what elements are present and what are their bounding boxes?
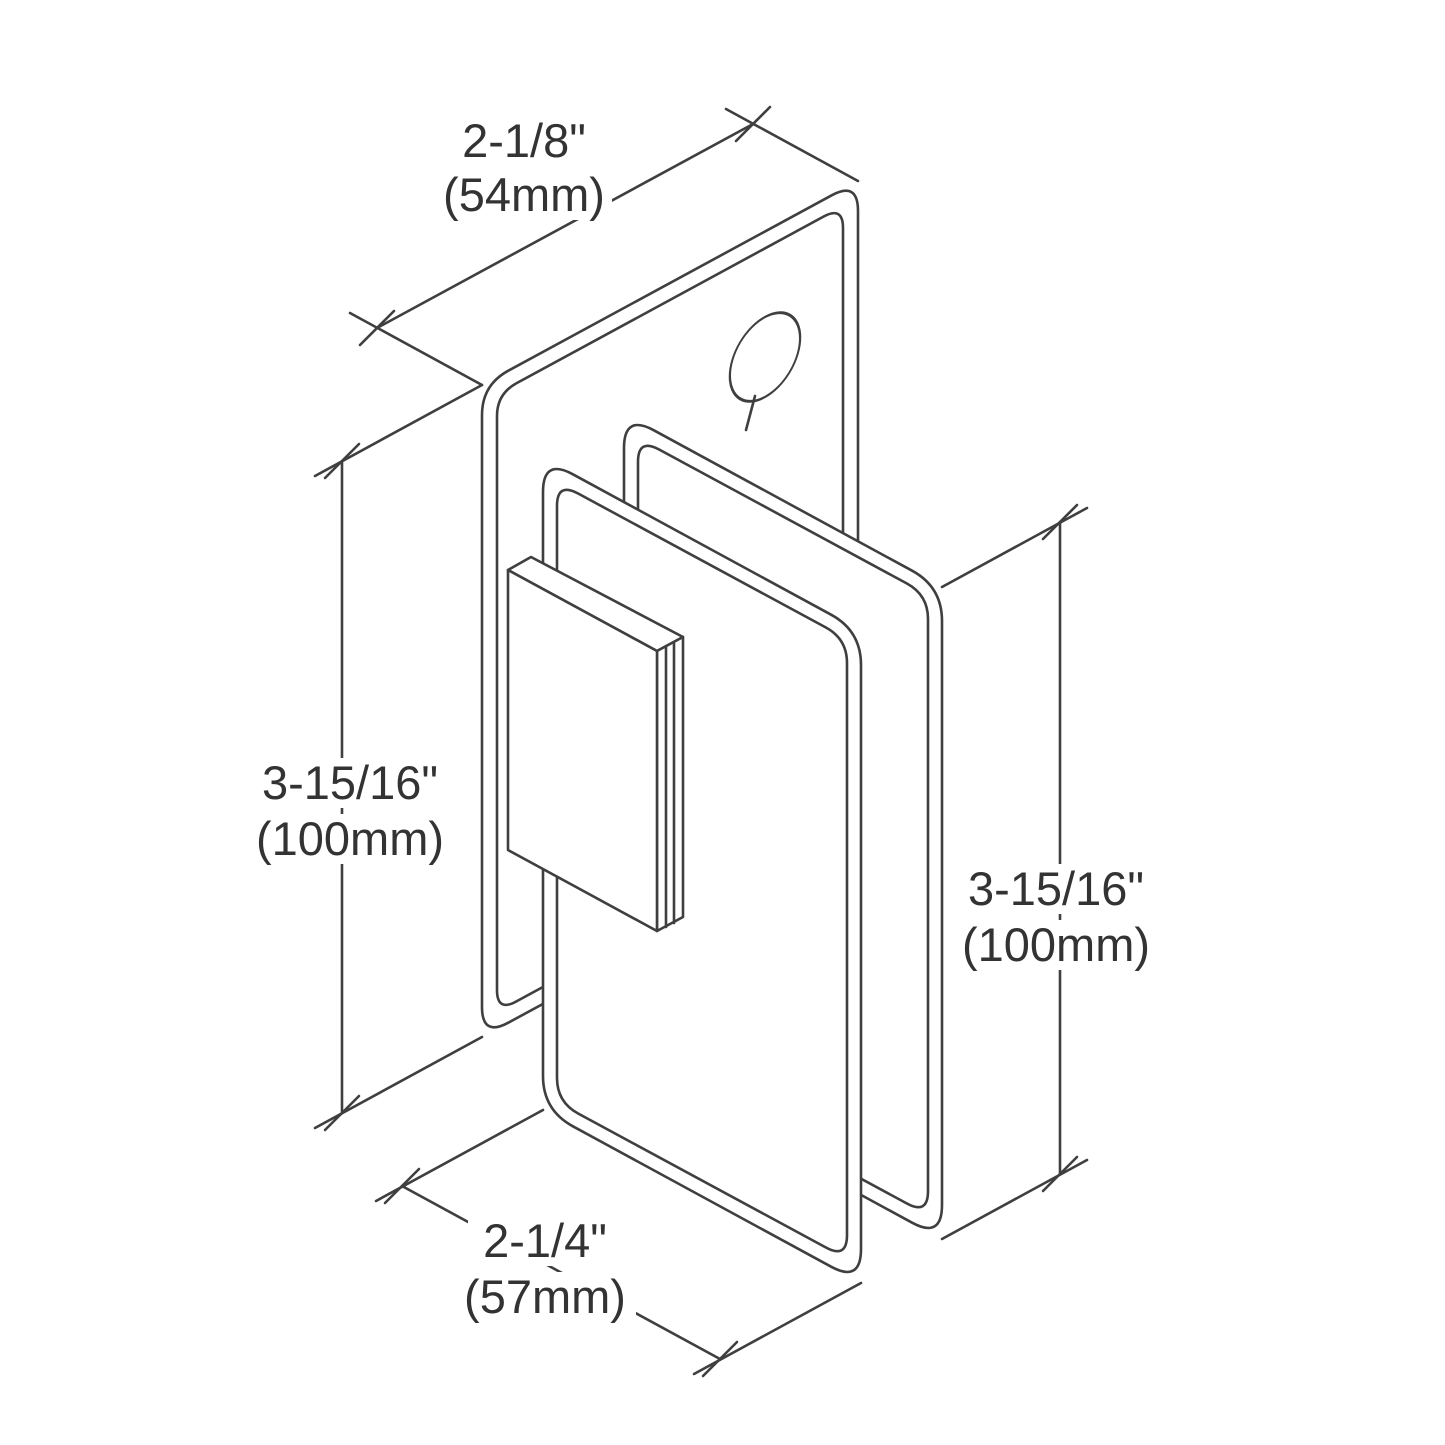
hinge-pivot-block bbox=[506, 555, 685, 933]
dimension-right-inches: 3-15/16" bbox=[968, 862, 1144, 915]
label-backing bbox=[454, 1272, 636, 1322]
tick-mark bbox=[358, 309, 396, 347]
extension-line bbox=[940, 506, 1089, 589]
label-backing bbox=[944, 864, 1168, 914]
dimension-top-mm: (54mm) bbox=[443, 168, 605, 221]
tick-mark bbox=[323, 442, 361, 480]
pivot-block-side-face bbox=[655, 635, 685, 933]
dimension-line bbox=[375, 122, 755, 330]
dimension-left-mm: (100mm) bbox=[256, 812, 444, 865]
dimension-bottom-inches: 2-1/4" bbox=[483, 1214, 607, 1267]
label-backing bbox=[952, 920, 1160, 970]
label-backing bbox=[238, 758, 462, 808]
extension-line bbox=[348, 311, 484, 387]
label-backing bbox=[436, 170, 612, 220]
tick-mark bbox=[323, 1094, 361, 1132]
tick-mark bbox=[1041, 1155, 1079, 1193]
label-backing bbox=[246, 814, 454, 864]
tick-mark bbox=[701, 1340, 739, 1378]
extension-line bbox=[724, 107, 860, 183]
tick-mark bbox=[734, 105, 772, 143]
label-backing bbox=[448, 116, 600, 166]
dimension-top-inches: 2-1/8" bbox=[462, 114, 586, 167]
tick-mark bbox=[1041, 503, 1079, 541]
mounting-hole-icon bbox=[728, 311, 802, 403]
dimension-bottom-mm: (57mm) bbox=[464, 1270, 626, 1323]
mounting-hole-slot bbox=[744, 394, 757, 432]
back-plate-inner-edge bbox=[636, 444, 930, 1209]
dimension-left-inches: 3-15/16" bbox=[262, 756, 438, 809]
extension-line bbox=[940, 1158, 1089, 1241]
dimension-right-mm: (100mm) bbox=[962, 918, 1150, 971]
label-backing bbox=[468, 1216, 622, 1266]
dimension-right: 3-15/16" (100mm) bbox=[940, 503, 1168, 1241]
pivot-block-front-face bbox=[506, 568, 659, 933]
dimension-bottom: 2-1/4" (57mm) bbox=[374, 1108, 863, 1378]
front-plate-inner-edge bbox=[555, 488, 849, 1253]
dimension-left: 3-15/16" (100mm) bbox=[238, 383, 484, 1132]
tick-mark bbox=[383, 1167, 421, 1205]
dimension-top: 2-1/8" (54mm) bbox=[348, 105, 860, 387]
